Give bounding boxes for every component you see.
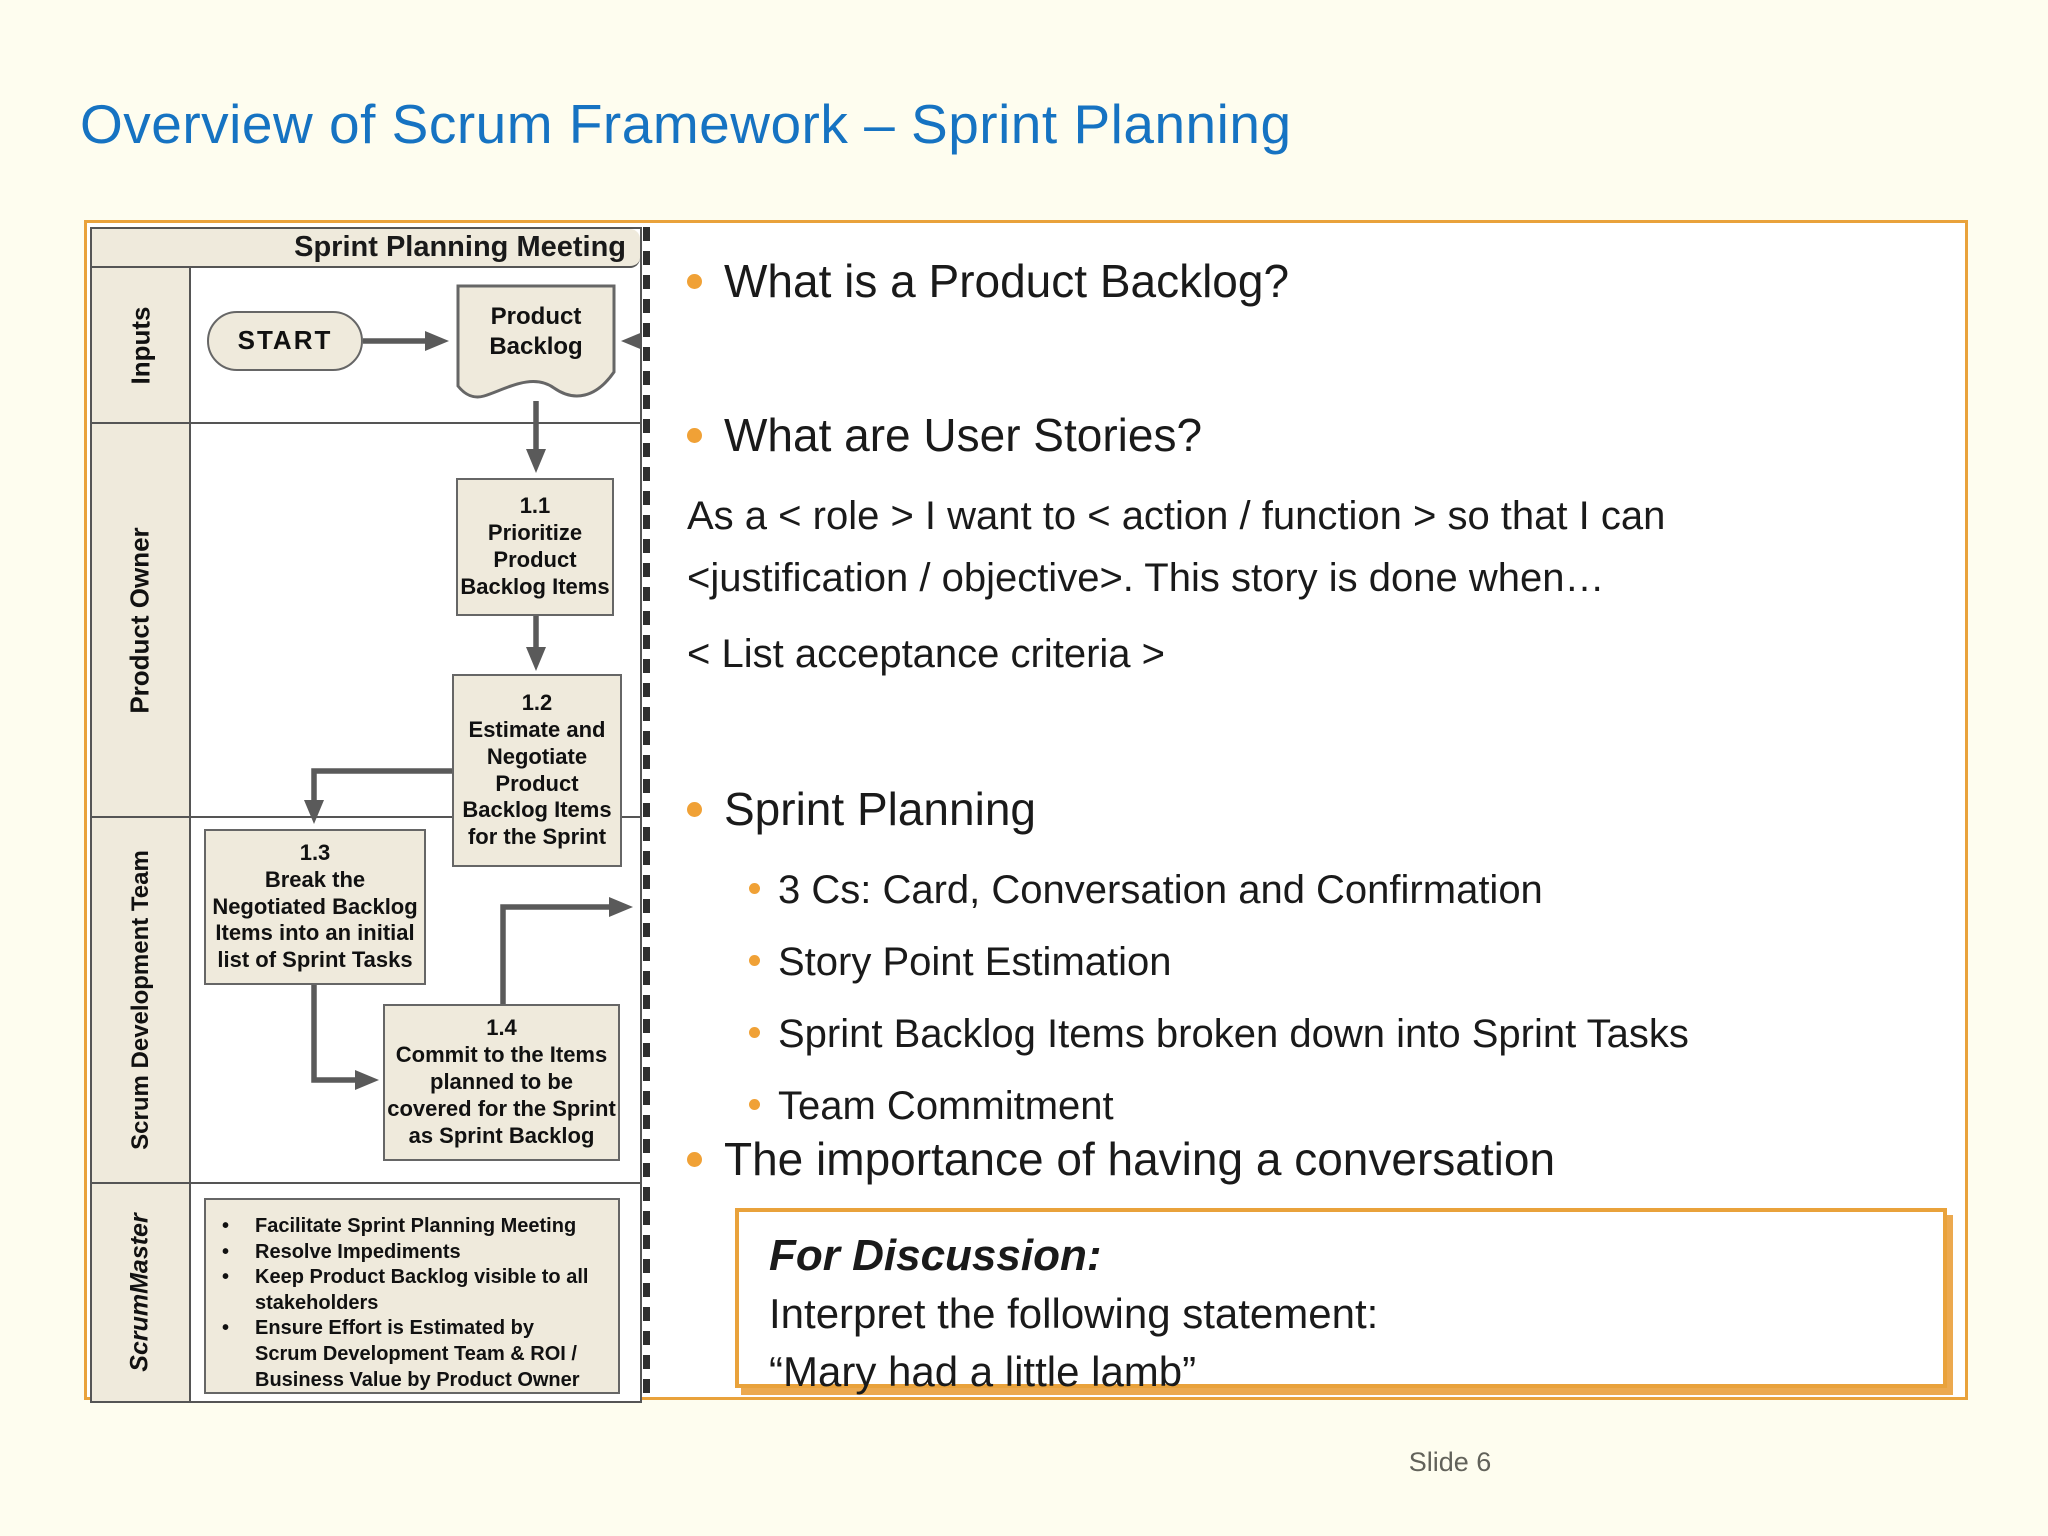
lane-label-dev-team: Scrum Development Team	[92, 818, 191, 1182]
list-item: • Keep Product Backlog visible to all st…	[222, 1265, 610, 1316]
acceptance-criteria-text: < List acceptance criteria >	[687, 632, 1166, 676]
discussion-line: Interpret the following statement:	[769, 1290, 1379, 1338]
lane-label-inputs: Inputs	[92, 268, 191, 422]
sub-bullet-team-commitment: Team Commitment	[749, 1081, 1114, 1131]
bullet-icon	[687, 274, 702, 289]
flow-arrows	[304, 331, 640, 1090]
lane-label-product-owner: Product Owner	[92, 424, 191, 816]
slide-title: Overview of Scrum Framework – Sprint Pla…	[80, 93, 1292, 155]
bullet-icon	[749, 1099, 760, 1110]
lane-divider	[92, 816, 640, 818]
sub-bullet-3cs: 3 Cs: Card, Conversation and Confirmatio…	[749, 865, 1543, 915]
bullet-icon: •	[222, 1317, 230, 1340]
bullet-icon: •	[222, 1215, 230, 1237]
list-item: • Ensure Effort is Estimated by Scrum De…	[222, 1316, 610, 1393]
bullet-icon: •	[222, 1240, 230, 1263]
bullet-what-is-product-backlog: What is a Product Backlog?	[687, 253, 1289, 311]
document-shape-icon	[456, 284, 616, 399]
swimlane-diagram: Sprint Planning Meeting Inputs Product O…	[90, 227, 650, 1403]
diagram-header: Sprint Planning Meeting	[92, 229, 640, 268]
sub-bullet-sprint-tasks: Sprint Backlog Items broken down into Sp…	[749, 1009, 1689, 1059]
node-start: START	[207, 311, 363, 371]
scrum-master-task-list: • Facilitate Sprint Planning Meeting • R…	[204, 1198, 620, 1394]
bullet-sprint-planning: Sprint Planning	[687, 781, 1036, 839]
node-step-1-2: 1.2 Estimate and Negotiate Product Backl…	[452, 674, 622, 867]
list-item: • Resolve Impediments	[222, 1240, 610, 1266]
node-step-1-4: 1.4 Commit to the Items planned to be co…	[383, 1004, 620, 1161]
for-discussion-box: For Discussion: Interpret the following …	[735, 1208, 1947, 1395]
bullet-icon	[749, 955, 760, 966]
slide-number: Slide 6	[1408, 1447, 1492, 1477]
lane-divider	[92, 1182, 640, 1184]
node-product-backlog: Product Backlog	[456, 284, 616, 409]
lane-label-scrum-master: ScrumMaster	[92, 1184, 191, 1401]
bullet-icon	[687, 428, 702, 443]
bullet-importance-of-conversation: The importance of having a conversation	[687, 1131, 1555, 1189]
node-step-1-1: 1.1 Prioritize Product Backlog Items	[456, 478, 614, 616]
bullet-what-are-user-stories: What are User Stories?	[687, 407, 1202, 465]
lane-divider	[92, 422, 640, 424]
user-story-template-text: As a < role > I want to < action / funct…	[687, 494, 1666, 600]
node-step-1-3: 1.3 Break the Negotiated Backlog Items i…	[204, 829, 426, 985]
bullet-icon	[749, 883, 760, 894]
bullet-icon	[749, 1027, 760, 1038]
bullet-icon: •	[222, 1266, 230, 1289]
meeting-boundary-dashed-line	[643, 227, 650, 1401]
content-panel: Sprint Planning Meeting Inputs Product O…	[84, 220, 1968, 1403]
sub-bullet-story-points: Story Point Estimation	[749, 937, 1172, 987]
discussion-title: For Discussion:	[769, 1231, 1102, 1280]
bullet-icon	[687, 802, 702, 817]
bullet-icon	[687, 1152, 702, 1167]
discussion-line: “Mary had a little lamb”	[769, 1348, 1197, 1396]
list-item: • Facilitate Sprint Planning Meeting	[222, 1214, 610, 1240]
